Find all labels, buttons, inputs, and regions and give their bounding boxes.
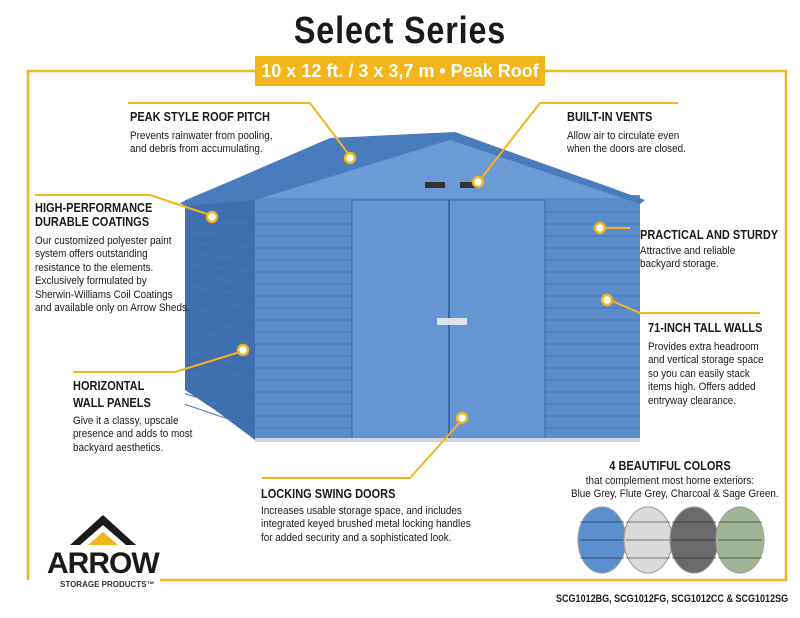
arrow-logo-icon xyxy=(70,515,136,545)
feature-coatings: HIGH-PERFORMANCE DURABLE COATINGS Our cu… xyxy=(35,201,207,315)
callout-lines xyxy=(35,102,760,479)
feature-text: system offers outstanding xyxy=(35,248,148,261)
feature-text: for added security and a sophisticated l… xyxy=(261,531,452,544)
feature-vents: BUILT-IN VENTS Allow air to circulate ev… xyxy=(567,110,699,157)
feature-title: HIGH-PERFORMANCE xyxy=(35,201,153,215)
feature-tall-walls: 71-INCH TALL WALLS Provides extra headro… xyxy=(648,321,778,408)
feature-text: items high. Offers added xyxy=(648,381,756,394)
feature-sturdy: PRACTICAL AND STURDY Attractive and reli… xyxy=(640,228,797,272)
feature-text: and debris from accumulating. xyxy=(130,143,263,156)
feature-text: Give it a classy, upscale xyxy=(73,415,179,427)
feature-title: WALL PANELS xyxy=(73,396,151,410)
feature-text: when the doors are closed. xyxy=(567,143,686,156)
colors-section: 4 BEAUTIFUL COLORS that complement most … xyxy=(560,459,780,500)
logo-brand: ARROW xyxy=(47,547,160,580)
feature-text: backyard storage. xyxy=(640,258,719,271)
feature-text: entryway clearance. xyxy=(648,394,737,407)
color-swatches xyxy=(577,506,765,574)
model-numbers: SCG1012BG, SCG1012FG, SCG1012CC & SCG101… xyxy=(556,593,789,605)
subtitle-banner: 10 x 12 ft. / 3 x 3,7 m • Peak Roof xyxy=(255,56,545,86)
feature-text: and vertical storage space xyxy=(648,354,764,367)
feature-title: PEAK STYLE ROOF PITCH xyxy=(130,110,270,124)
feature-text: so you can easily stack xyxy=(648,367,750,380)
callout-dots xyxy=(205,151,614,425)
feature-text: Exclusively formulated by xyxy=(35,275,147,288)
logo-tagline: STORAGE PRODUCTS™ xyxy=(60,580,155,589)
feature-text: resistance to the elements. xyxy=(35,261,154,274)
colors-text: that complement most home exteriors: xyxy=(585,475,755,487)
feature-title: PRACTICAL AND STURDY xyxy=(640,228,779,242)
feature-text: backyard aesthetics. xyxy=(73,441,164,454)
page-title: Select Series xyxy=(293,10,507,52)
feature-text: and available only on Arrow Sheds. xyxy=(35,302,190,315)
feature-text: Sherwin-Williams Coil Coatings xyxy=(35,288,173,301)
shed-image xyxy=(180,132,645,442)
feature-text: Attractive and reliable xyxy=(640,245,736,257)
feature-wall-panels: HORIZONTAL WALL PANELS Give it a classy,… xyxy=(73,379,206,455)
feature-doors: LOCKING SWING DOORS Increases usable sto… xyxy=(261,487,494,545)
colors-title: 4 BEAUTIFUL COLORS xyxy=(609,459,731,473)
feature-text: Prevents rainwater from pooling, xyxy=(130,130,273,142)
frame xyxy=(26,69,788,582)
feature-text: Increases usable storage space, and incl… xyxy=(261,505,462,517)
feature-text: presence and adds to most xyxy=(73,428,193,441)
feature-title: 71-INCH TALL WALLS xyxy=(648,321,763,335)
feature-text: integrated keyed brushed metal locking h… xyxy=(261,518,471,531)
feature-title: BUILT-IN VENTS xyxy=(567,110,653,124)
feature-title: DURABLE COATINGS xyxy=(35,215,150,229)
feature-text: Our customized polyester paint xyxy=(35,235,172,247)
feature-title: HORIZONTAL xyxy=(73,379,145,393)
colors-text: Blue Grey, Flute Grey, Charcoal & Sage G… xyxy=(571,488,779,500)
feature-text: Allow air to circulate even xyxy=(567,130,680,142)
swatch-sage-green xyxy=(715,506,765,574)
feature-text: Provides extra headroom xyxy=(648,341,759,353)
feature-roof-pitch: PEAK STYLE ROOF PITCH Prevents rainwater… xyxy=(130,110,289,157)
feature-title: LOCKING SWING DOORS xyxy=(261,487,396,501)
